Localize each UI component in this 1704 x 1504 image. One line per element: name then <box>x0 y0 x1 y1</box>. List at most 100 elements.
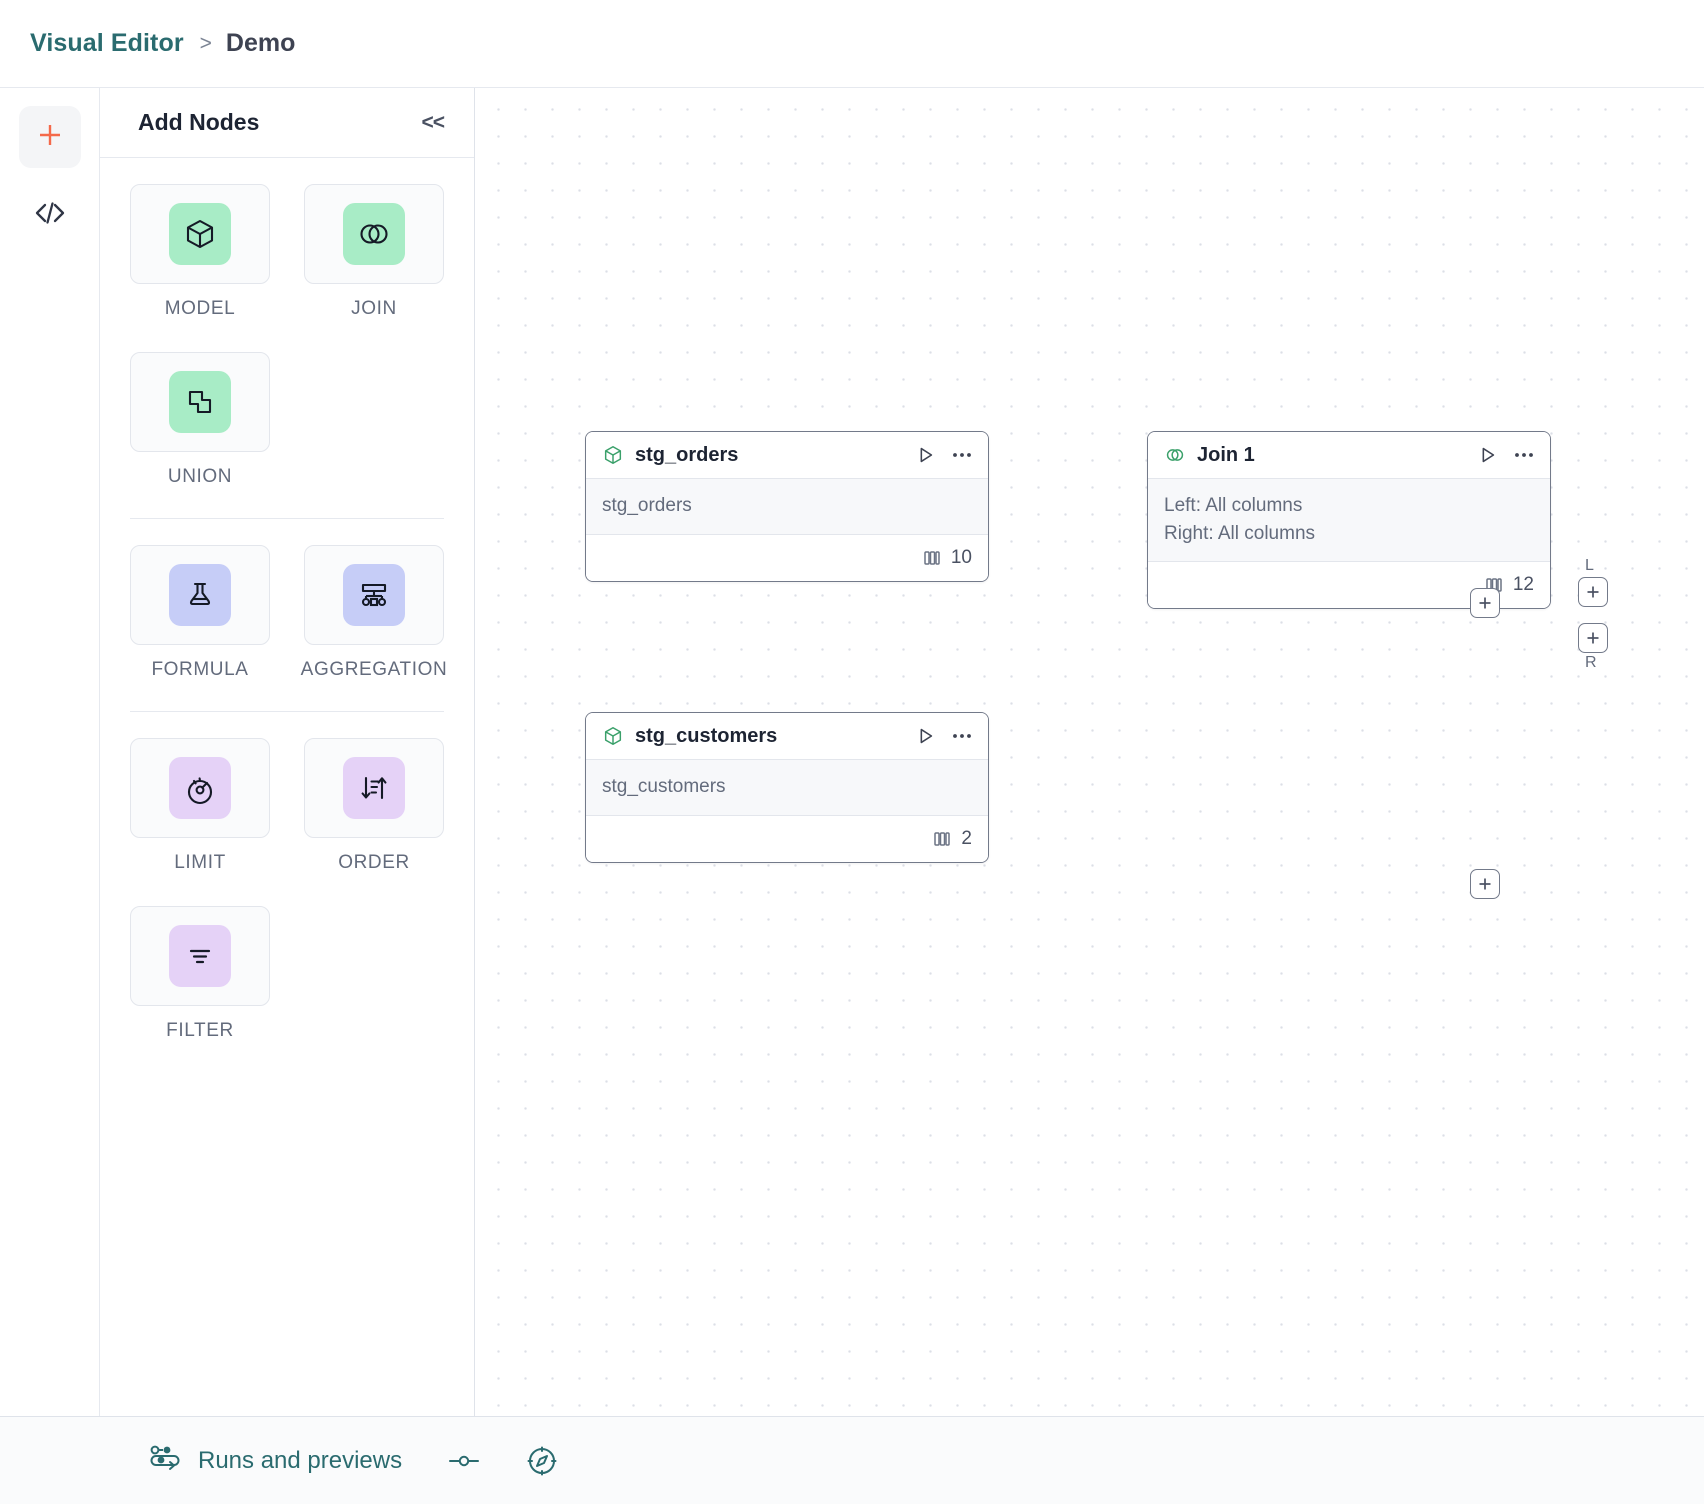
runs-and-previews-button[interactable]: Runs and previews <box>148 1443 402 1478</box>
node-header: Join 1 <box>1148 432 1550 479</box>
node-title: stg_customers <box>635 724 778 747</box>
plus-icon <box>1587 632 1599 644</box>
run-node-button[interactable] <box>914 725 936 747</box>
compass-icon <box>527 1446 557 1475</box>
node-body-line: Left: All columns <box>1164 495 1303 516</box>
more-horizontal-icon <box>1515 453 1533 457</box>
palette-tile[interactable] <box>304 738 444 838</box>
node-join-1[interactable]: Join 1 Left: All <box>1147 431 1551 610</box>
node-group-row-ops: LIMIT <box>130 738 444 1042</box>
palette-item-filter[interactable]: FILTER <box>130 906 270 1042</box>
gauge-icon <box>169 757 231 819</box>
node-menu-button[interactable] <box>950 444 974 466</box>
node-menu-button[interactable] <box>1512 444 1536 466</box>
runs-and-previews-label: Runs and previews <box>198 1446 403 1474</box>
add-nodes-list: MODEL JOIN <box>100 158 474 1416</box>
node-body: stg_orders <box>586 479 988 535</box>
flow-canvas[interactable]: stg_orders stg_o <box>475 88 1704 1416</box>
columns-icon <box>924 550 940 565</box>
breadcrumb-root-link[interactable]: Visual Editor <box>30 29 184 57</box>
palette-item-label: FILTER <box>166 1020 234 1041</box>
palette-item-label: LIMIT <box>174 852 226 873</box>
palette-tile[interactable] <box>130 738 270 838</box>
palette-item-label: ORDER <box>338 852 410 873</box>
node-footer: 2 <box>586 815 988 862</box>
page-title: Demo <box>225 29 296 57</box>
palette-item-union[interactable]: UNION <box>130 352 270 488</box>
add-node-button[interactable] <box>18 106 81 168</box>
compass-button[interactable] <box>526 1445 558 1477</box>
node-body-line: stg_customers <box>602 776 726 797</box>
node-body: Left: All columns Right: All columns <box>1148 479 1550 563</box>
node-menu-button[interactable] <box>950 725 974 747</box>
main-body: Add Nodes << <box>0 88 1704 1416</box>
slider-icon <box>449 1455 480 1466</box>
palette-item-label: AGGREGATION <box>300 659 448 680</box>
union-shapes-icon <box>169 371 231 433</box>
port-join-left-input[interactable] <box>1578 577 1608 607</box>
palette-item-label: FORMULA <box>151 659 249 680</box>
play-icon <box>920 728 933 744</box>
edge-connections <box>475 88 775 238</box>
aggregation-tree-icon <box>343 564 405 626</box>
add-nodes-header: Add Nodes << <box>100 88 474 158</box>
collapse-panel-button[interactable]: << <box>421 110 445 134</box>
palette-item-order[interactable]: ORDER <box>304 738 444 874</box>
node-body-line: Right: All columns <box>1164 522 1316 544</box>
palette-tile[interactable] <box>130 352 270 452</box>
palette-item-label: UNION <box>167 466 233 487</box>
node-title: Join 1 <box>1197 443 1255 466</box>
palette-item-label: MODEL <box>164 298 236 319</box>
group-divider <box>130 518 444 519</box>
port-stg-orders-output[interactable] <box>1470 588 1500 618</box>
venn-circles-icon <box>343 203 405 265</box>
column-count: 2 <box>932 828 972 850</box>
play-icon <box>1482 447 1495 463</box>
palette-item-formula[interactable]: FORMULA <box>130 545 270 681</box>
node-group-transforms: FORMULA <box>130 545 447 681</box>
play-icon <box>920 447 933 463</box>
plus-icon <box>1479 878 1491 890</box>
run-node-button[interactable] <box>1476 444 1498 466</box>
palette-tile[interactable] <box>130 906 270 1006</box>
port-join-right-input[interactable] <box>1578 623 1608 653</box>
node-title: stg_orders <box>635 443 739 466</box>
columns-icon <box>934 831 951 846</box>
plus-icon <box>1479 597 1491 609</box>
code-view-button[interactable] <box>19 184 81 246</box>
breadcrumb-separator: > <box>199 31 212 55</box>
column-count-value: 10 <box>950 546 972 568</box>
palette-tile[interactable] <box>304 184 444 284</box>
bottom-toolbar: Runs and previews <box>0 1416 1704 1504</box>
palette-item-limit[interactable]: LIMIT <box>130 738 270 874</box>
node-body: stg_customers <box>586 760 988 816</box>
palette-item-join[interactable]: JOIN <box>304 184 444 320</box>
slider-toggle-button[interactable] <box>446 1449 482 1473</box>
port-label-right: R <box>1585 654 1597 671</box>
palette-item-model[interactable]: MODEL <box>130 184 270 320</box>
plus-icon <box>1587 586 1599 598</box>
node-body-line: stg_orders <box>602 495 692 516</box>
palette-item-label: JOIN <box>351 298 397 319</box>
column-count-value: 12 <box>1512 574 1534 596</box>
palette-item-aggregation[interactable]: AGGREGATION <box>301 545 447 681</box>
palette-tile[interactable] <box>130 545 270 645</box>
port-stg-customers-output[interactable] <box>1470 869 1500 899</box>
palette-tile[interactable] <box>304 545 444 645</box>
icon-rail <box>0 88 100 1416</box>
group-divider <box>130 711 444 712</box>
run-node-button[interactable] <box>914 444 936 466</box>
venn-circles-icon <box>1164 444 1186 466</box>
cube-icon <box>602 725 624 747</box>
node-stg-customers[interactable]: stg_customers st <box>585 712 989 863</box>
add-nodes-panel: Add Nodes << <box>100 88 475 1416</box>
node-footer: 10 <box>586 534 988 581</box>
plus-icon <box>35 120 65 155</box>
node-stg-orders[interactable]: stg_orders stg_o <box>585 431 989 582</box>
column-count-value: 2 <box>961 827 972 849</box>
node-header: stg_customers <box>586 713 988 760</box>
palette-tile[interactable] <box>130 184 270 284</box>
filter-icon <box>169 925 231 987</box>
cube-icon <box>169 203 231 265</box>
